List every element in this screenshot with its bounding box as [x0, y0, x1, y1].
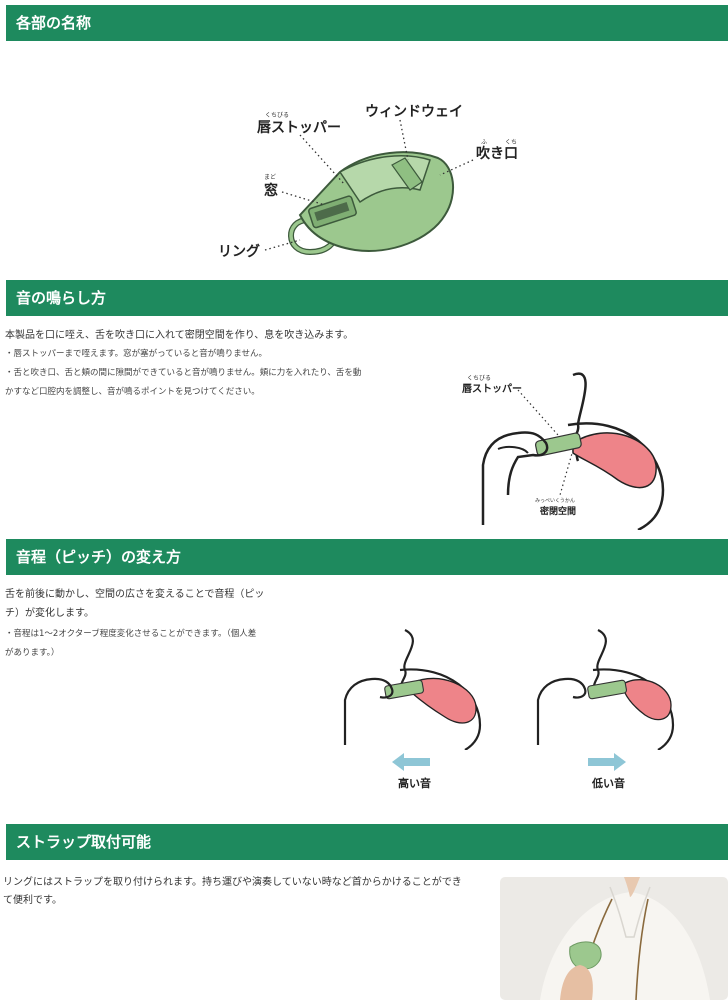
- pitch-text-2: チ）が変化します。: [5, 608, 94, 619]
- diagram-label-lip-stopper: 唇ストッパー: [462, 384, 522, 395]
- whistle-parts-illustration: [288, 151, 455, 256]
- section-title-strap: ストラップ取付可能: [16, 833, 152, 851]
- pitch-note-1: ・音程は1～2オクターブ程度変化させることができます。（個人差: [5, 629, 257, 639]
- label-high-pitch: 高い音: [398, 777, 431, 790]
- section-header-pitch: 音程（ピッチ）の変え方: [6, 539, 728, 575]
- section-title-how-to-play: 音の鳴らし方: [16, 289, 107, 307]
- mouthpiece-ruby-1: ふ: [481, 139, 488, 146]
- pitch-text-1: 舌を前後に動かし、空間の広さを変えることで音程（ピッ: [5, 589, 265, 600]
- label-ring: リング: [218, 244, 260, 260]
- mouthpiece-ruby-2: くち: [505, 139, 518, 146]
- playing-illustration: [481, 372, 665, 530]
- diagram-label-sealed-space: 密閉空間: [540, 507, 577, 517]
- strap-photo: [500, 877, 728, 1000]
- section-title-parts: 各部の名称: [16, 14, 92, 32]
- label-low-pitch: 低い音: [592, 777, 625, 790]
- sealed-space-ruby: みっぺいくうかん: [535, 498, 575, 504]
- section-header-parts: 各部の名称: [6, 5, 728, 41]
- section-title-pitch: 音程（ピッチ）の変え方: [16, 548, 182, 566]
- label-mouthpiece: 吹き口: [476, 146, 518, 162]
- lip-stopper-ruby-2: くちびる: [467, 375, 492, 382]
- arrow-right-icon: [588, 753, 626, 771]
- lip-stopper-ruby: くちびる: [265, 112, 290, 119]
- leader-lines: [264, 119, 474, 251]
- section-header-strap: ストラップ取付可能: [6, 824, 728, 860]
- section-header-how-to-play: 音の鳴らし方: [6, 280, 728, 316]
- pitch-high-illustration: [343, 629, 482, 750]
- label-lip-stopper: 唇ストッパー: [257, 120, 341, 136]
- strap-text-2: て便利です。: [3, 895, 62, 906]
- label-windway: ウィンドウェイ: [365, 104, 463, 120]
- how-to-play-note-2a: ・舌と吹き口、舌と頬の間に隙間ができていると音が鳴りません。頬に力を入れたり、舌…: [5, 368, 362, 378]
- arrow-left-icon: [392, 753, 430, 771]
- how-to-play-note-2b: かすなど口腔内を調整し、音が鳴るポイントを見つけてください。: [5, 387, 260, 397]
- how-to-play-text: 本製品を口に咥え、舌を吹き口に入れて密閉空間を作り、息を吹き込みます。: [5, 330, 354, 341]
- pitch-note-2: があります。）: [5, 648, 60, 658]
- label-window: 窓: [264, 183, 278, 199]
- how-to-play-note-1: ・唇ストッパーまで咥えます。窓が塞がっていると音が鳴りません。: [5, 349, 267, 359]
- pitch-low-illustration: [536, 629, 675, 750]
- window-ruby: まど: [264, 174, 277, 181]
- strap-text-1: リングにはストラップを取り付けられます。持ち運びや演奏していない時など首からかけ…: [3, 877, 462, 888]
